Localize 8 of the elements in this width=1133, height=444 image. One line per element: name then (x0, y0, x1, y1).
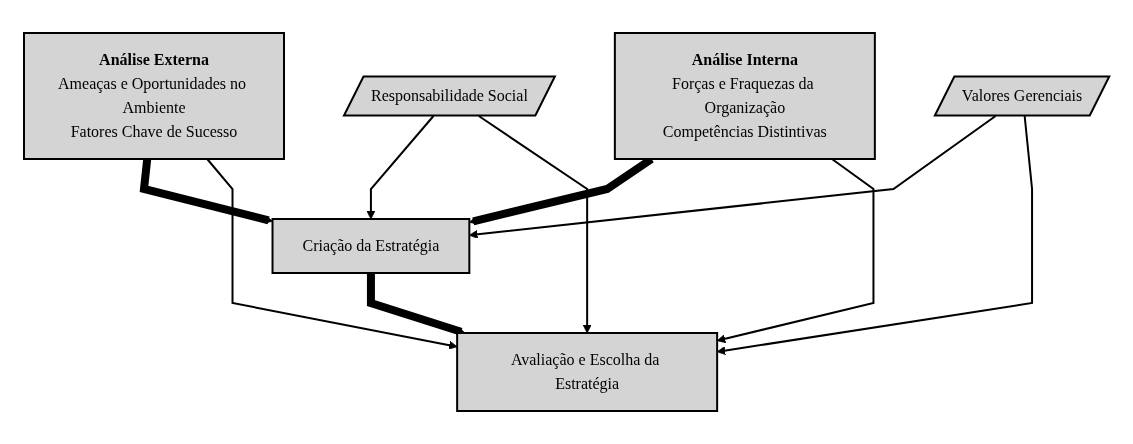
node-box: Análise Interna Forças e Fraquezas da Organização Competências Distintivas (613, 32, 876, 160)
node-box: Avaliação e Escolha da Estratégia (456, 332, 718, 412)
node-box: Análise Externa Ameaças e Oportunidades no Ambiente Fatores Chave de Sucesso (22, 32, 285, 160)
node-box: Criação da Estratégia (271, 218, 471, 274)
arrow (477, 115, 592, 334)
arrow (206, 158, 458, 350)
arrow (366, 115, 435, 220)
arrow (468, 115, 997, 239)
